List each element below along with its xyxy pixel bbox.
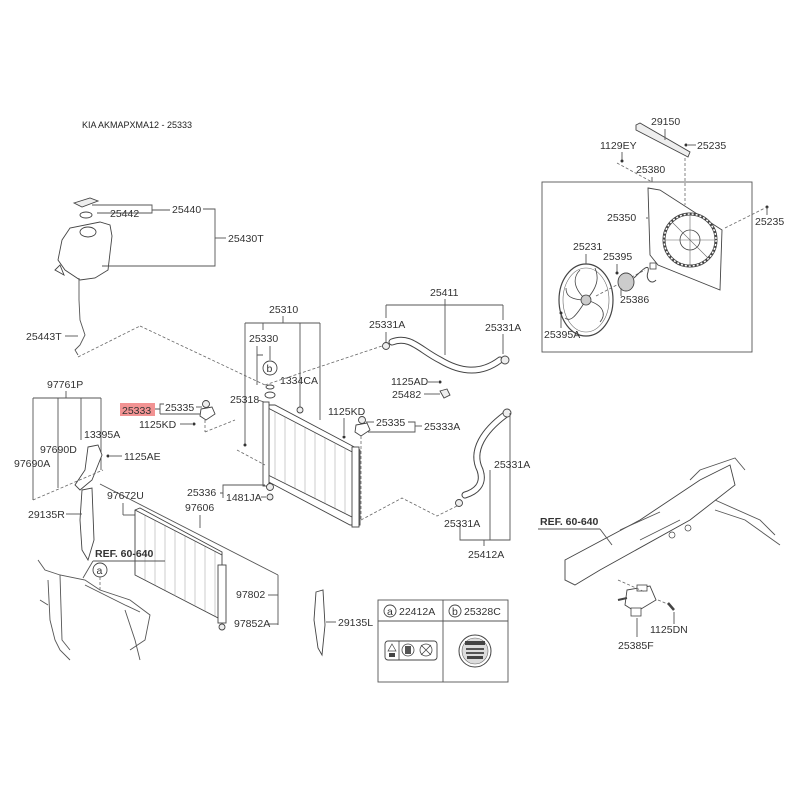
reservoir-tank <box>54 197 113 300</box>
label-25330[interactable]: 25330 <box>249 333 278 345</box>
label-1481JA[interactable]: 1481JA <box>226 492 262 504</box>
label-13395A[interactable]: 13395A <box>84 429 120 441</box>
callout-b-circle <box>262 360 278 376</box>
label-25235-right[interactable]: 25235 <box>755 216 784 228</box>
drain-bracket-25333a <box>354 416 371 437</box>
air-guard-29135r <box>79 487 95 562</box>
label-25331A-lower-right[interactable]: 25331A <box>494 459 530 471</box>
label-97672U[interactable]: 97672U <box>107 490 144 502</box>
condenser-97606 <box>134 507 227 631</box>
label-25412A[interactable]: 25412A <box>468 549 504 561</box>
air-guard-29135l <box>313 589 326 657</box>
label-97690D[interactable]: 97690D <box>40 444 77 456</box>
upper-hose-25411 <box>382 336 510 374</box>
label-25333-highlighted[interactable]: 25333 <box>122 405 151 417</box>
fan-25231 <box>558 263 614 337</box>
legend-b-part[interactable]: 25328C <box>464 606 501 618</box>
label-25386[interactable]: 25386 <box>620 294 649 306</box>
warning-label-icon <box>384 640 438 661</box>
label-legend-table: a 22412A b 25328C <box>377 599 509 683</box>
overflow-hose <box>74 299 86 356</box>
label-25395A[interactable]: 25395A <box>544 329 580 341</box>
fan-motor-25386 <box>617 262 657 292</box>
label-25336[interactable]: 25336 <box>187 487 216 499</box>
label-25335-left[interactable]: 25335 <box>165 402 194 414</box>
seal-29150 <box>635 122 691 158</box>
label-25442[interactable]: 25442 <box>110 208 139 220</box>
side-member-body <box>564 457 781 586</box>
label-25231[interactable]: 25231 <box>573 241 602 253</box>
label-25385F[interactable]: 25385F <box>618 640 654 652</box>
legend-b-letter: b <box>452 606 458 618</box>
label-25443T[interactable]: 25443T <box>26 331 62 343</box>
cap-label-icon <box>458 634 492 668</box>
label-97852A[interactable]: 97852A <box>234 618 270 630</box>
lower-hose-25412a <box>455 408 512 507</box>
label-1125DN[interactable]: 1125DN <box>650 624 688 636</box>
legend-a-letter: a <box>387 606 393 618</box>
label-97690A[interactable]: 97690A <box>14 458 50 470</box>
ref-60-640-left[interactable]: REF. 60-640 <box>95 548 154 560</box>
front-end-module <box>37 559 151 661</box>
label-25380[interactable]: 25380 <box>636 164 665 176</box>
label-25310[interactable]: 25310 <box>269 304 298 316</box>
label-97606[interactable]: 97606 <box>185 502 214 514</box>
label-25430T[interactable]: 25430T <box>228 233 264 245</box>
fan-assembly-box <box>541 181 753 353</box>
label-25235-top[interactable]: 25235 <box>697 140 726 152</box>
label-1125KD-right[interactable]: 1125KD <box>328 406 366 418</box>
label-29135L[interactable]: 29135L <box>338 617 373 629</box>
callout-b: b <box>267 363 273 375</box>
label-25335-right[interactable]: 25335 <box>376 417 405 429</box>
diagram-title: KIA AKMAPXMA12 - 25333 <box>82 120 192 130</box>
label-25440[interactable]: 25440 <box>172 204 201 216</box>
label-97802[interactable]: 97802 <box>236 589 265 601</box>
label-25482[interactable]: 25482 <box>392 389 421 401</box>
label-29150[interactable]: 29150 <box>651 116 680 128</box>
label-25331A-upper-right[interactable]: 25331A <box>485 322 521 334</box>
label-25350[interactable]: 25350 <box>607 212 636 224</box>
label-97761P[interactable]: 97761P <box>47 379 83 391</box>
label-1129EY[interactable]: 1129EY <box>600 140 637 152</box>
ambient-sensor-25385f <box>617 584 657 617</box>
callout-a: a <box>97 565 103 577</box>
highlight-box <box>120 403 155 416</box>
label-1334CA[interactable]: 1334CA <box>280 375 318 387</box>
legend-a-part[interactable]: 22412A <box>399 606 435 618</box>
label-25395[interactable]: 25395 <box>603 251 632 263</box>
label-1125AE[interactable]: 1125AE <box>124 451 161 463</box>
ref-60-640-right[interactable]: REF. 60-640 <box>540 516 599 528</box>
bracket-97690 <box>74 444 103 491</box>
label-29135R[interactable]: 29135R <box>28 509 65 521</box>
label-25411[interactable]: 25411 <box>430 287 459 299</box>
label-1125KD-left[interactable]: 1125KD <box>139 419 177 431</box>
label-25333A[interactable]: 25333A <box>424 421 460 433</box>
drain-bracket-25333 <box>192 400 216 426</box>
label-1125AD[interactable]: 1125AD <box>391 376 429 388</box>
radiator-25310 <box>262 401 361 528</box>
fan-shroud-25350 <box>647 187 723 291</box>
label-25331A-lower-left[interactable]: 25331A <box>444 518 480 530</box>
label-25318[interactable]: 25318 <box>230 394 259 406</box>
label-25331A-upper-left[interactable]: 25331A <box>369 319 405 331</box>
